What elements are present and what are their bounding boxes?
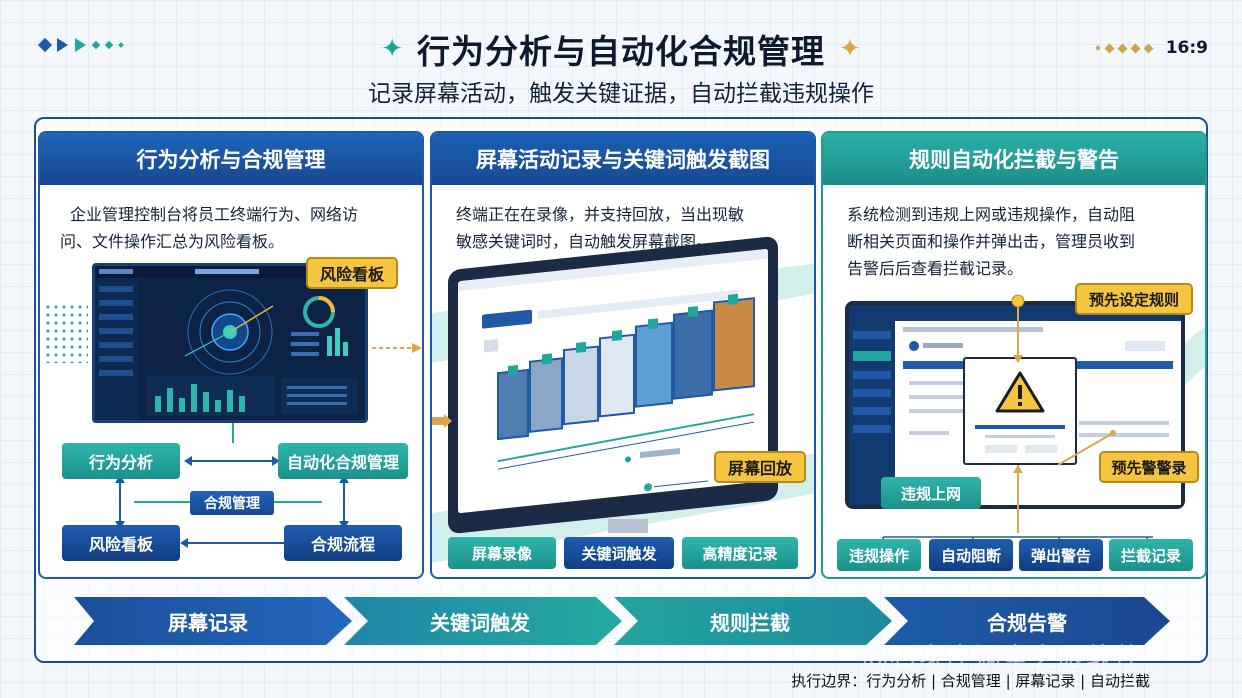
page-title: 行为分析与自动化合规管理 <box>417 32 825 71</box>
node-compliance-flow: 合规流程 <box>284 525 402 561</box>
tag-violation-operation: 违规操作 <box>837 539 921 571</box>
flow-step-keyword-trigger: 关键词触发 <box>430 610 530 635</box>
diamond-icon <box>1104 43 1115 53</box>
node-compliance-management: 合规管理 <box>190 491 274 515</box>
header-decoration-left <box>37 37 124 53</box>
sparkle-icon: ✦ <box>381 34 403 64</box>
screen-recording-graphic <box>458 248 768 492</box>
flow-step-compliance-alert: 合规告警 <box>987 610 1067 635</box>
tag-popup-warning: 弹出警告 <box>1019 539 1103 571</box>
description-line: 断相关页面和操作并弹出击，管理员收到 <box>847 232 1136 251</box>
diamond-icon <box>1117 43 1128 53</box>
aspect-ratio-label: 16:9 <box>1165 38 1208 58</box>
tag-high-precision-record: 高精度记录 <box>682 537 798 569</box>
tag-keyword-trigger: 关键词触发 <box>564 537 674 569</box>
panel-description: 终端正在在录像，并支持回放，当出现敏 敏感关键词时，自动触发屏幕截图。 <box>456 201 744 255</box>
flow-arrows <box>74 597 1170 645</box>
panel-screen-recording: 屏幕活动记录与关键词触发截图 终端正在在录像，并支持回放，当出现敏 敏感关键词时… <box>430 131 816 579</box>
alert-connectors <box>882 294 1153 549</box>
header-decoration-right: 16:9 <box>1094 38 1208 58</box>
panel-description: 系统检测到违规上网或违规操作，自动阻 断相关页面和操作并弹出击，管理员收到 告警… <box>847 201 1135 282</box>
node-risk-board: 风险看板 <box>62 525 180 561</box>
description-line: 企业管理控制台将员工终端行为、网络访 <box>70 205 359 224</box>
dashed-arrow-icon <box>372 343 422 353</box>
diamond-icon <box>1094 45 1101 51</box>
arrow-icon <box>432 413 452 428</box>
triangle-icon <box>75 38 86 52</box>
panel-title: 屏幕活动记录与关键词触发截图 <box>432 133 814 185</box>
sparkle-icon: ✦ <box>839 34 861 64</box>
risk-board-callout: 风险看板 <box>306 257 398 289</box>
panel-behavior-analysis: 行为分析与合规管理 企业管理控制台将员工终端行为、网络访 问、文件操作汇总为风险… <box>38 131 424 579</box>
tag-screen-recording: 屏幕录像 <box>448 537 556 569</box>
panel-title: 行为分析与合规管理 <box>40 133 422 185</box>
node-auto-compliance: 自动化合规管理 <box>278 443 408 479</box>
tag-block-record: 拦截记录 <box>1109 539 1193 571</box>
warning-graphic <box>975 371 1065 453</box>
violation-callout: 违规上网 <box>881 477 981 509</box>
dashboard-graphic <box>95 266 365 420</box>
flow-step-rule-block: 规则拦截 <box>710 610 790 635</box>
risk-dashboard <box>92 263 368 423</box>
panel-title: 规则自动化拦截与警告 <box>823 133 1205 185</box>
description-line: 敏感关键词时，自动触发屏幕截图。 <box>456 232 713 251</box>
diamond-icon <box>1143 43 1154 53</box>
monitor <box>448 235 778 535</box>
watermark: @石家庄洞察之眼软件 <box>862 643 1142 674</box>
description-line: 告警后后查看拦截记录。 <box>847 259 1024 278</box>
tag-auto-block: 自动阻断 <box>929 539 1013 571</box>
preset-alert-callout: 预先警警录 <box>1099 451 1199 483</box>
recording-screen <box>458 248 768 514</box>
triangle-icon <box>57 38 68 52</box>
title-row: ✦ 行为分析与自动化合规管理 ✦ <box>0 24 1242 74</box>
node-behavior-analysis: 行为分析 <box>62 443 180 479</box>
dot-pattern <box>44 303 88 363</box>
preset-rules-callout: 预先设定规则 <box>1075 283 1193 315</box>
description-line: 问、文件操作汇总为风险看板。 <box>60 232 285 251</box>
footer-boundary: 执行边界：行为分析 | 合规管理 | 屏幕记录 | 自动拦截 <box>791 672 1150 690</box>
panel-description: 企业管理控制台将员工终端行为、网络访 问、文件操作汇总为风险看板。 <box>60 201 359 255</box>
description-line: 系统检测到违规上网或违规操作，自动阻 <box>847 205 1136 224</box>
panel-auto-blocking: 规则自动化拦截与警告 系统检测到违规上网或违规操作，自动阻 断相关页面和操作并弹… <box>821 131 1207 579</box>
diamond-icon <box>1130 43 1141 53</box>
flow-step-screen-record: 屏幕记录 <box>168 610 248 635</box>
monitor-stand <box>608 519 648 533</box>
screen-replay-callout: 屏幕回放 <box>714 451 806 483</box>
page-subtitle: 记录屏幕活动，触发关键证据，自动拦截违规操作 <box>368 81 874 107</box>
description-line: 终端正在在录像，并支持回放，当出现敏 <box>456 205 745 224</box>
